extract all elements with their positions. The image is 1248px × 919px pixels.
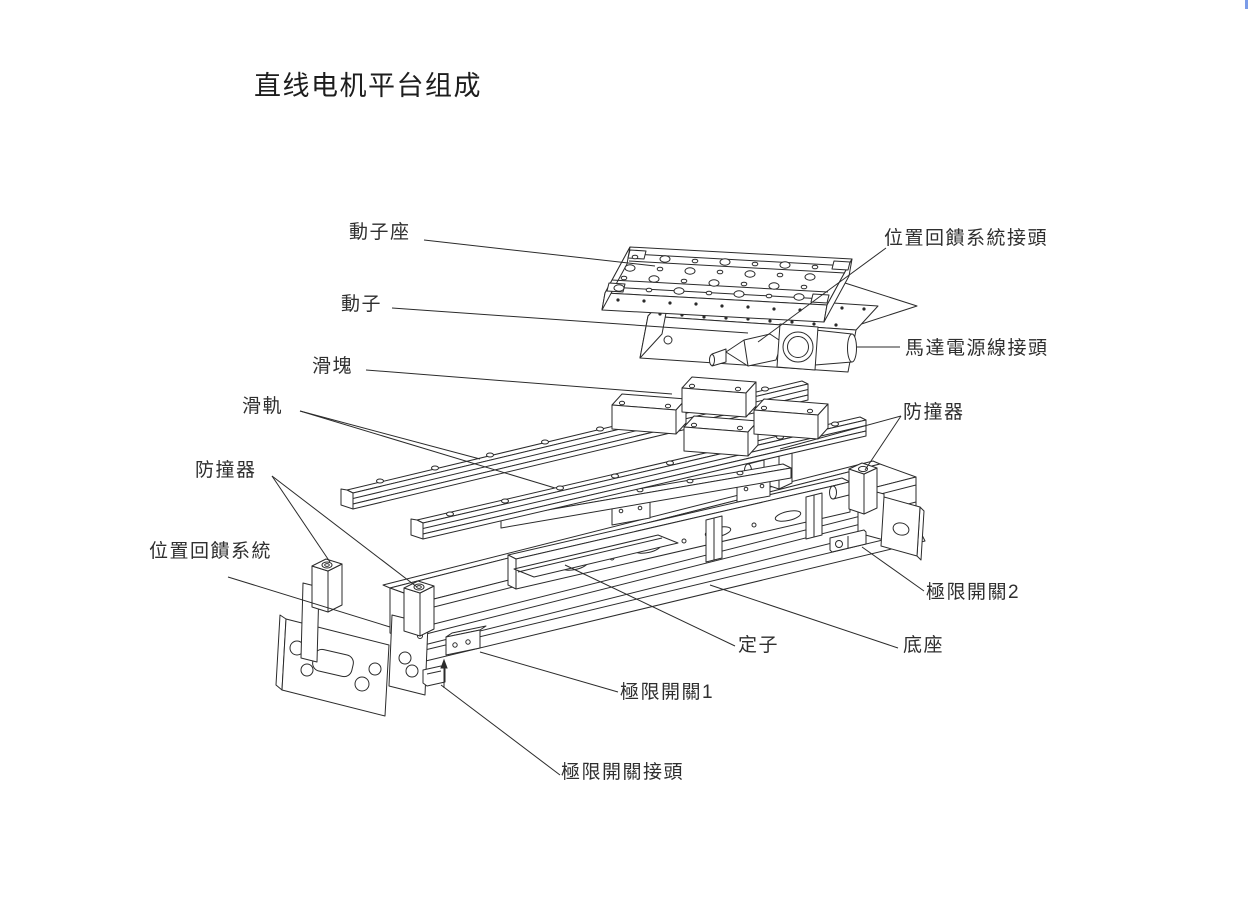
label-limit-switch-2: 極限開關2 (926, 582, 1021, 603)
motor-power-connector-part (777, 324, 857, 370)
label-mover: 動子 (341, 294, 383, 315)
label-motor-power-connector: 馬達電源線接頭 (905, 338, 1049, 359)
label-limit-switch-1: 極限開關1 (620, 682, 715, 703)
label-position-feedback-connector: 位置回饋系統接頭 (884, 228, 1049, 249)
leader-lines (228, 240, 924, 775)
label-bumper-right: 防撞器 (903, 402, 965, 423)
page-title: 直线电机平台组成 (254, 71, 482, 101)
slider-blocks (612, 377, 828, 456)
label-bumper-left: 防撞器 (195, 460, 257, 481)
bumper-back-left (312, 559, 342, 612)
label-base: 底座 (903, 635, 945, 656)
limit-switch-connector (423, 660, 447, 688)
mover-seat-plate (602, 247, 852, 322)
left-end-plate (276, 583, 389, 716)
label-position-feedback-system: 位置回饋系統 (149, 541, 273, 562)
label-mover-seat: 動子座 (349, 222, 411, 243)
stator (508, 478, 850, 589)
bumper-front-left (404, 581, 434, 636)
label-slide-rail: 滑軌 (242, 396, 284, 417)
limit-switch-1 (446, 626, 486, 655)
label-limit-switch-connector: 極限開關接頭 (561, 762, 685, 783)
position-feedback-connector-part (710, 334, 783, 366)
limit-switch-2 (830, 530, 866, 552)
bumper-front-right (830, 463, 878, 514)
label-slider-block: 滑塊 (312, 356, 354, 377)
corner-ui-fragment (1245, 0, 1248, 9)
label-stator: 定子 (738, 635, 780, 656)
